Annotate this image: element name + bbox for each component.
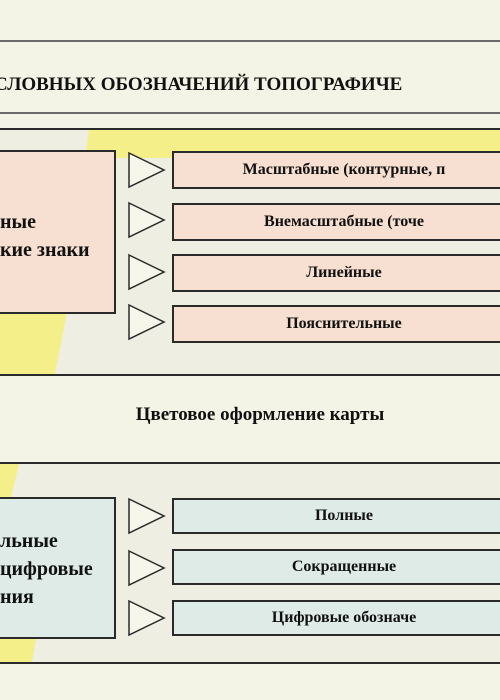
panel-top-strip: [11, 464, 500, 498]
labels-digital-label-line1: льные: [0, 530, 58, 552]
slide-title: УСЛОВНЫХ ОБОЗНАЧЕНИЙ ТОПОГРАФИЧЕ: [0, 74, 403, 95]
topographic-signs-label-line2: кие знаки: [0, 239, 90, 261]
yellow-accent-band: [0, 464, 500, 662]
color-design-label: Цветовое оформление карты: [135, 404, 385, 425]
topographic-signs-box: ные кие знаки: [0, 150, 116, 314]
arrow-icon: [128, 201, 166, 239]
arrow-icon: [128, 549, 166, 587]
arrow-icon: [128, 303, 166, 341]
arrow-icon: [128, 253, 166, 291]
yellow-band-top: [0, 464, 19, 498]
off-scale-signs-box: Внемасштабные (точе: [172, 203, 500, 241]
title-bar: [0, 40, 500, 114]
explanatory-signs-box: Пояснительные: [172, 305, 500, 343]
labels-digital-label-line2: цифровые: [0, 558, 93, 580]
arrow-icon: [128, 599, 166, 637]
arrow-icon: [128, 151, 166, 189]
full-labels-box: Полные: [172, 498, 500, 534]
digital-labels-box: Цифровые обозначе: [172, 600, 500, 636]
labels-digital-label-line3: ния: [0, 586, 34, 608]
scale-signs-box: Масштабные (контурные, п: [172, 151, 500, 189]
short-labels-box: Сокращенные: [172, 549, 500, 585]
linear-signs-box: Линейные: [172, 254, 500, 292]
labels-digital-box: льные цифровые ния: [0, 497, 116, 639]
topographic-signs-label-line1: ные: [0, 211, 37, 233]
arrow-icon: [128, 497, 166, 535]
